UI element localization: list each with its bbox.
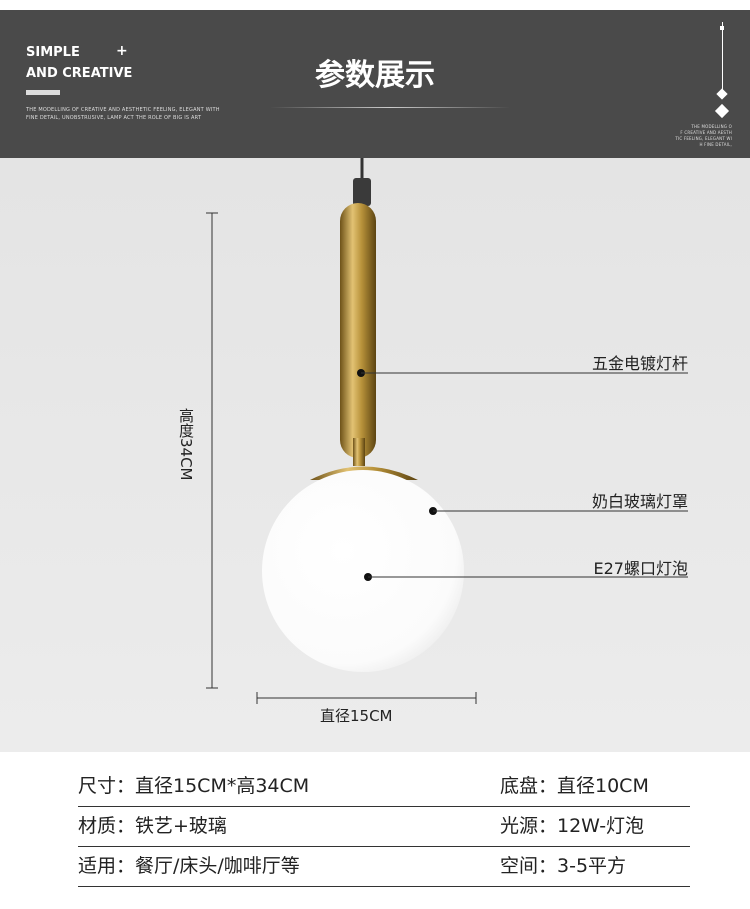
decor-dot bbox=[720, 26, 724, 30]
header-banner: SIMPLE + AND CREATIVE THE MODELLING OF C… bbox=[0, 10, 750, 158]
spec-material: 材质：铁艺+玻璃 bbox=[78, 815, 227, 837]
diamond-icon bbox=[716, 88, 728, 100]
lamp-illustration bbox=[206, 158, 688, 704]
spec-row: 适用：餐厅/床头/咖啡厅等 空间：3-5平方 bbox=[78, 846, 690, 887]
slogan-bar bbox=[26, 90, 60, 95]
diamond-icon bbox=[714, 103, 730, 119]
callout-bulb: E27螺口灯泡 bbox=[593, 559, 688, 578]
spec-light: 光源：12W-灯泡 bbox=[500, 815, 645, 837]
slogan-line2: AND CREATIVE bbox=[26, 66, 133, 81]
slogan-line1: SIMPLE bbox=[26, 45, 80, 60]
spec-row: 尺寸：直径15CM*高34CM 底盘：直径10CM bbox=[78, 766, 690, 807]
callout-shade: 奶白玻璃灯罩 bbox=[591, 492, 688, 511]
desc-line1: THE MODELLING OF CREATIVE AND AESTHETIC … bbox=[26, 107, 220, 113]
height-label: 高度34CM bbox=[177, 408, 195, 481]
spec-base: 底盘：直径10CM bbox=[500, 775, 649, 797]
product-diagram: 高度34CM 直径15CM 五金电镀灯杆 奶白玻璃灯罩 E27螺口灯泡 bbox=[0, 158, 750, 752]
spec-size: 尺寸：直径15CM*高34CM bbox=[78, 775, 310, 797]
desc-line2: FINE DETAIL, UNOBSTRUSIVE, LAMP ACT THE … bbox=[26, 115, 202, 121]
title-underline bbox=[270, 107, 510, 108]
page-title: 参数展示 bbox=[315, 58, 435, 93]
width-label: 直径15CM bbox=[320, 707, 393, 725]
spec-row: 材质：铁艺+玻璃 光源：12W-灯泡 bbox=[78, 806, 690, 847]
plus-sign: + bbox=[116, 43, 128, 59]
spec-space: 空间：3-5平方 bbox=[500, 855, 627, 877]
decor-line bbox=[722, 22, 723, 92]
spec-usage: 适用：餐厅/床头/咖啡厅等 bbox=[78, 855, 300, 877]
callout-rod: 五金电镀灯杆 bbox=[591, 354, 688, 373]
